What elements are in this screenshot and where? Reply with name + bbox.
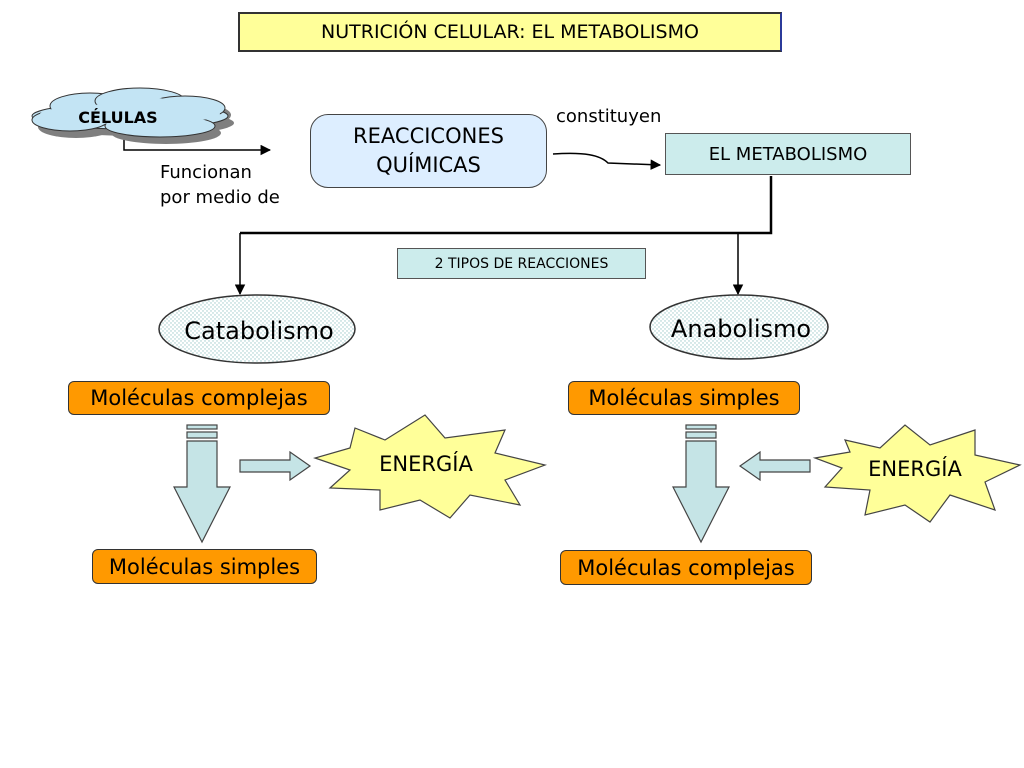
constitute-label: constituyen bbox=[556, 106, 662, 127]
cells-cloud: CÉLULAS bbox=[31, 87, 234, 144]
catabolism-down-arrow bbox=[173, 424, 231, 544]
energy-release-arrow bbox=[239, 450, 312, 482]
metabolism-split-connector bbox=[240, 176, 773, 235]
catabolism-output-box: Moléculas simples bbox=[92, 549, 317, 584]
energy-label-catabolism: ENERGÍA bbox=[379, 451, 473, 476]
function-label-line-1: Funcionan bbox=[160, 162, 252, 183]
anabolism-node: Anabolismo bbox=[649, 294, 829, 360]
cells-label: CÉLULAS bbox=[78, 108, 157, 127]
connector-lines bbox=[123, 138, 773, 296]
reactions-to-metabolism-connector bbox=[552, 152, 662, 170]
cells-to-reactions-connector bbox=[123, 138, 272, 156]
anabolism-down-arrow bbox=[672, 424, 730, 544]
energy-input-arrow bbox=[738, 450, 811, 482]
energy-burst-catabolism: ENERGÍA bbox=[312, 414, 548, 519]
metabolism-box: EL METABOLISMO bbox=[665, 133, 911, 175]
function-label-line-2: por medio de bbox=[160, 187, 280, 208]
energy-burst-anabolism: ENERGÍA bbox=[812, 424, 1022, 523]
reactions-line-2: QUÍMICAS bbox=[376, 153, 481, 177]
catabolism-label: Catabolismo bbox=[184, 317, 333, 345]
function-label: Funcionan por medio de bbox=[160, 160, 280, 210]
catabolism-node: Catabolismo bbox=[158, 294, 356, 364]
energy-label-anabolism: ENERGÍA bbox=[868, 456, 962, 481]
anabolism-input-box: Moléculas simples bbox=[568, 381, 800, 415]
reaction-types-box: 2 TIPOS DE REACCIONES bbox=[397, 248, 646, 279]
reactions-line-1: REACCICONES bbox=[353, 124, 504, 148]
catabolism-input-box: Moléculas complejas bbox=[68, 381, 330, 415]
chemical-reactions-box: REACCICONES QUÍMICAS bbox=[310, 114, 547, 188]
anabolism-output-box: Moléculas complejas bbox=[560, 550, 812, 585]
diagram-title: NUTRICIÓN CELULAR: EL METABOLISMO bbox=[238, 12, 782, 52]
anabolism-label: Anabolismo bbox=[671, 315, 811, 343]
